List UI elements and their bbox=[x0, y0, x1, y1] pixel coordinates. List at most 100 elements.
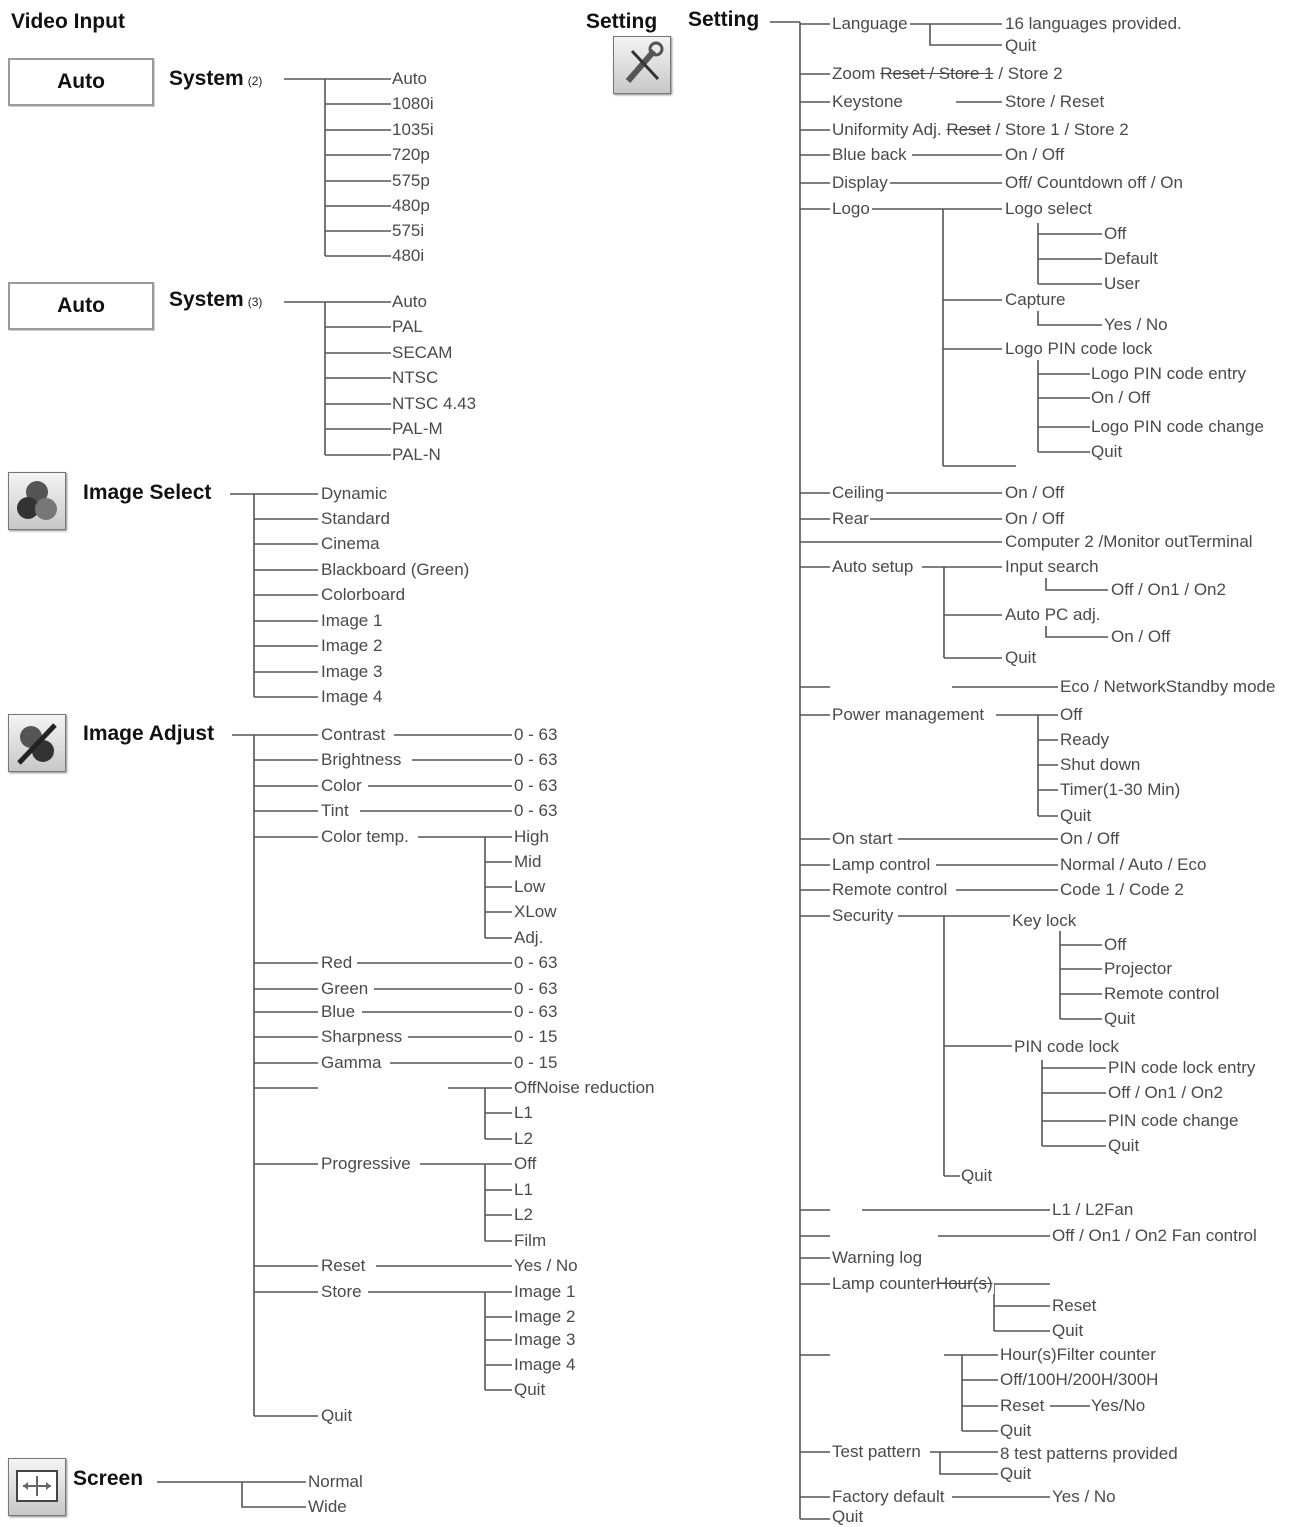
lamp-counter-option[interactable]: Reset bbox=[1051, 1296, 1098, 1316]
color-temp-option[interactable]: High bbox=[513, 827, 550, 847]
standby-option[interactable]: Eco / NetworkStandby mode bbox=[1059, 677, 1277, 697]
keystone-item[interactable]: Keystone bbox=[831, 92, 904, 112]
fan-option[interactable]: L1 / L2Fan bbox=[1051, 1200, 1135, 1220]
power-option[interactable]: Quit bbox=[1059, 806, 1093, 826]
system2-option[interactable]: 480p bbox=[391, 196, 431, 216]
progressive-option[interactable]: L1 bbox=[513, 1180, 534, 1200]
system3-option[interactable]: PAL bbox=[391, 317, 424, 337]
zoom-item[interactable]: Zoom Reset / Store 1 / Store 2 bbox=[831, 64, 1064, 84]
pin-lock-option[interactable]: PIN code change bbox=[1107, 1111, 1240, 1131]
progressive-item[interactable]: Progressive bbox=[320, 1154, 412, 1174]
image-adjust-icon[interactable] bbox=[8, 714, 66, 772]
lamp-counter-option[interactable]: Quit bbox=[1051, 1321, 1085, 1341]
store-item[interactable]: Store bbox=[320, 1282, 363, 1302]
system2-option[interactable]: 480i bbox=[391, 246, 426, 266]
image-select-option[interactable]: Image 2 bbox=[320, 636, 384, 656]
screen-icon[interactable] bbox=[8, 1458, 66, 1516]
system2-option[interactable]: 575p bbox=[391, 171, 431, 191]
logo-item[interactable]: Logo bbox=[831, 199, 871, 219]
test-pattern-item[interactable]: Test pattern bbox=[831, 1442, 922, 1462]
factory-default-option[interactable]: Yes / No bbox=[1051, 1487, 1117, 1507]
screen-option[interactable]: Normal bbox=[307, 1472, 364, 1492]
brightness-item[interactable]: Brightness bbox=[320, 750, 403, 770]
progressive-option[interactable]: Film bbox=[513, 1231, 548, 1251]
test-pattern-quit[interactable]: Quit bbox=[999, 1464, 1033, 1484]
key-lock-option[interactable]: Quit bbox=[1103, 1009, 1137, 1029]
system2-option[interactable]: 575i bbox=[391, 221, 426, 241]
lamp-counter-item[interactable]: Lamp counterHour(s) bbox=[831, 1274, 994, 1294]
image-select-option[interactable]: Dynamic bbox=[320, 484, 389, 504]
power-option[interactable]: Shut down bbox=[1059, 755, 1142, 775]
auto-setup-item[interactable]: Auto setup bbox=[831, 557, 915, 577]
key-lock-option[interactable]: Off bbox=[1103, 935, 1128, 955]
power-management-item[interactable]: Power management bbox=[831, 705, 986, 725]
language-quit[interactable]: Quit bbox=[1004, 36, 1038, 56]
logo-pin-option[interactable]: Logo PIN code entry bbox=[1090, 364, 1247, 384]
remote-control-option[interactable]: Code 1 / Code 2 bbox=[1059, 880, 1185, 900]
progressive-option[interactable]: Off bbox=[513, 1154, 538, 1174]
sharpness-item[interactable]: Sharpness bbox=[320, 1027, 404, 1047]
keystone-option[interactable]: Store / Reset bbox=[1004, 92, 1106, 112]
uniformity-item[interactable]: Uniformity Adj. Reset / Store 1 / Store … bbox=[831, 120, 1130, 140]
color-temp-option[interactable]: Mid bbox=[513, 852, 543, 872]
system2-option[interactable]: 1035i bbox=[391, 120, 435, 140]
filter-reset-option[interactable]: Yes/No bbox=[1090, 1396, 1147, 1416]
pin-code-lock-item[interactable]: PIN code lock bbox=[1013, 1037, 1120, 1057]
store-option[interactable]: Image 4 bbox=[513, 1355, 577, 1375]
contrast-item[interactable]: Contrast bbox=[320, 725, 387, 745]
key-lock-item[interactable]: Key lock bbox=[1011, 911, 1078, 931]
image-select-option[interactable]: Cinema bbox=[320, 534, 381, 554]
gamma-item[interactable]: Gamma bbox=[320, 1053, 383, 1073]
noise-reduction-option[interactable]: L1 bbox=[513, 1103, 534, 1123]
color-temp-option[interactable]: Low bbox=[513, 877, 547, 897]
rear-option[interactable]: On / Off bbox=[1004, 509, 1066, 529]
language-option[interactable]: 16 languages provided. bbox=[1004, 14, 1183, 34]
key-lock-option[interactable]: Remote control bbox=[1103, 984, 1221, 1004]
pin-lock-option[interactable]: PIN code lock entry bbox=[1107, 1058, 1257, 1078]
system3-option[interactable]: NTSC bbox=[391, 368, 440, 388]
filter-quit[interactable]: Quit bbox=[999, 1421, 1033, 1441]
pin-lock-option[interactable]: Off / On1 / On2 bbox=[1107, 1083, 1224, 1103]
capture-item[interactable]: Capture bbox=[1004, 290, 1067, 310]
display-option[interactable]: Off/ Countdown off / On bbox=[1004, 173, 1184, 193]
lamp-control-option[interactable]: Normal / Auto / Eco bbox=[1059, 855, 1208, 875]
power-option[interactable]: Off bbox=[1059, 705, 1084, 725]
terminal-option[interactable]: Computer 2 /Monitor outTerminal bbox=[1004, 532, 1254, 552]
system3-option[interactable]: Auto bbox=[391, 292, 428, 312]
tint-item[interactable]: Tint bbox=[320, 801, 350, 821]
input-search-item[interactable]: Input search bbox=[1004, 557, 1100, 577]
on-start-option[interactable]: On / Off bbox=[1059, 829, 1121, 849]
security-quit[interactable]: Quit bbox=[960, 1166, 994, 1186]
auto-pc-option[interactable]: On / Off bbox=[1110, 627, 1172, 647]
ceiling-option[interactable]: On / Off bbox=[1004, 483, 1066, 503]
color-item[interactable]: Color bbox=[320, 776, 363, 796]
filter-option[interactable]: Off/100H/200H/300H bbox=[999, 1370, 1160, 1390]
filter-reset-item[interactable]: Reset bbox=[999, 1396, 1046, 1416]
capture-option[interactable]: Yes / No bbox=[1103, 315, 1169, 335]
screen-option[interactable]: Wide bbox=[307, 1497, 348, 1517]
green-item[interactable]: Green bbox=[320, 979, 370, 999]
setting-quit[interactable]: Quit bbox=[831, 1507, 865, 1527]
image-adjust-quit[interactable]: Quit bbox=[320, 1406, 354, 1426]
filter-counter-item[interactable]: Hour(s)Filter counter bbox=[999, 1345, 1157, 1365]
image-select-icon[interactable] bbox=[8, 472, 66, 530]
reset-item[interactable]: Reset bbox=[320, 1256, 367, 1276]
system3-option[interactable]: PAL-N bbox=[391, 445, 442, 465]
auto-pc-item[interactable]: Auto PC adj. bbox=[1004, 605, 1102, 625]
factory-default-item[interactable]: Factory default bbox=[831, 1487, 946, 1507]
store-option[interactable]: Quit bbox=[513, 1380, 547, 1400]
warning-log-item[interactable]: Warning log bbox=[831, 1248, 924, 1268]
image-select-option[interactable]: Image 3 bbox=[320, 662, 384, 682]
color-temp-option[interactable]: XLow bbox=[513, 902, 558, 922]
blue-back-option[interactable]: On / Off bbox=[1004, 145, 1066, 165]
logo-pin-item[interactable]: Logo PIN code lock bbox=[1004, 339, 1154, 359]
blue-item[interactable]: Blue bbox=[320, 1002, 357, 1022]
image-select-option[interactable]: Image 4 bbox=[320, 687, 384, 707]
logo-pin-option[interactable]: Quit bbox=[1090, 442, 1124, 462]
display-item[interactable]: Display bbox=[831, 173, 889, 193]
logo-select-option[interactable]: Default bbox=[1103, 249, 1159, 269]
auto-button-system3[interactable]: Auto bbox=[8, 282, 154, 330]
logo-select-item[interactable]: Logo select bbox=[1004, 199, 1093, 219]
security-item[interactable]: Security bbox=[831, 906, 895, 926]
fan-control-option[interactable]: Off / On1 / On2 Fan control bbox=[1051, 1226, 1258, 1246]
